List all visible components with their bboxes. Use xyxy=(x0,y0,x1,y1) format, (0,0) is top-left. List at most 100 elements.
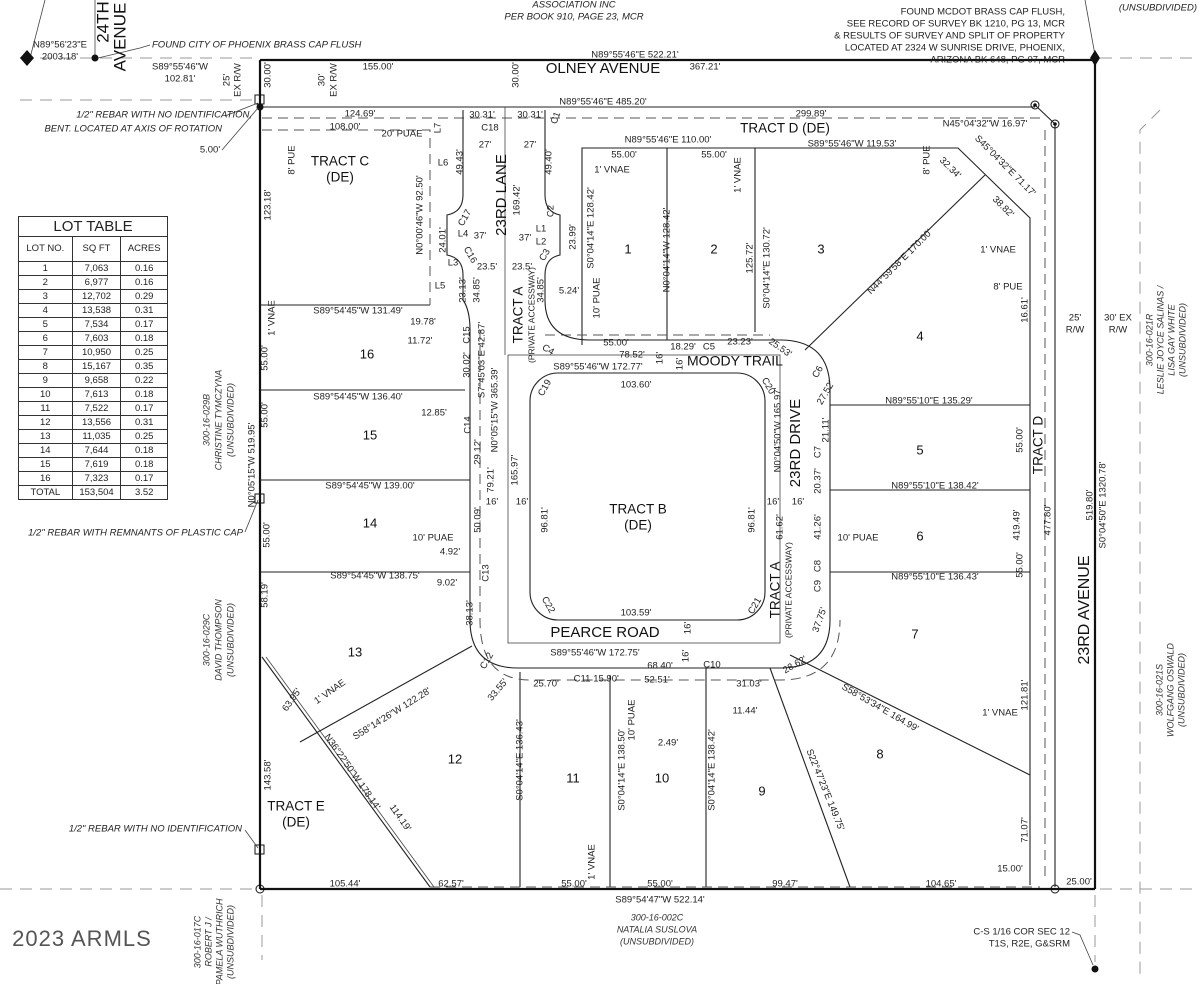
dimension-label: 50.09' xyxy=(473,507,484,533)
dimension-label: 38.82' xyxy=(990,194,1016,220)
section-corner-icon xyxy=(20,50,34,66)
lot-number: 6 xyxy=(916,528,923,543)
lot-table-cell: 0.25 xyxy=(120,345,168,360)
dimension-label: 34.85' xyxy=(472,277,483,303)
tract-label: TRACT B xyxy=(609,502,667,517)
dimension-label: 23.23' xyxy=(727,337,753,348)
dimension-label: S0°04'14"E 136.43' xyxy=(515,719,526,801)
quarter-corner-icon xyxy=(1091,965,1099,973)
dimension-label: 79.21' xyxy=(486,467,497,493)
lot-table-cell: 2 xyxy=(18,275,73,290)
note: 1/2" REBAR WITH NO IDENTIFICATION, xyxy=(76,110,252,121)
lot-table-cell: 7,603 xyxy=(71,331,122,346)
dimension-label: 143.58' xyxy=(263,759,274,790)
dimension-label: 71.07' xyxy=(1020,817,1031,843)
dimension-label: N0°05'15"W 519.95' xyxy=(247,422,258,507)
dimension-label: N0°05'15"W 365.39' xyxy=(490,367,501,452)
monument-icon xyxy=(1053,122,1057,126)
street-name-pearce-road: PEARCE ROAD xyxy=(550,624,659,641)
rebar-icon xyxy=(254,844,265,855)
dimension-label: 25' xyxy=(1069,313,1082,324)
leader-line xyxy=(1071,931,1094,966)
dimension-label: 55.00' xyxy=(262,522,273,548)
owner-parcel: 300-16-029C xyxy=(201,613,211,666)
dimension-label: 123.18' xyxy=(263,189,274,220)
dimension-label: 4.92' xyxy=(440,547,460,558)
note: SEE RECORD OF SURVEY BK 1210, PG 13, MCR xyxy=(847,19,1065,30)
tract-b-boundary xyxy=(529,372,766,621)
dimension-label: 1' VNAE xyxy=(733,157,744,193)
owner-status: (UNSUBDIVIDED) xyxy=(225,603,235,677)
dimension-label: N89°55'46"E 485.20' xyxy=(559,97,647,108)
dimension-label: 2003.18' xyxy=(42,52,78,63)
dimension-label: 299.89' xyxy=(796,109,827,120)
lot-table-header: LOT NO. xyxy=(18,236,73,262)
dimension-label: 16.61' xyxy=(1020,297,1031,323)
lot-table-cell: 7,323 xyxy=(71,471,122,486)
dimension-label: 367.21' xyxy=(690,62,721,73)
tract-label: (DE) xyxy=(282,815,310,830)
lot-table-cell: 8 xyxy=(18,359,73,374)
curve-label: C4 xyxy=(540,342,556,358)
dimension-label: 29.12' xyxy=(473,439,484,465)
lot-number: 16 xyxy=(360,346,374,361)
lot-number: 3 xyxy=(817,241,824,256)
dimension-label: 55.00' xyxy=(1015,552,1026,578)
dimension-label: 62.57' xyxy=(438,879,464,890)
leader-line xyxy=(224,102,259,117)
owner-parcel: 300-16-021S xyxy=(1154,664,1164,716)
lot-table-cell: 12 xyxy=(18,415,73,430)
lot-table-cell: 7 xyxy=(18,345,73,360)
dimension-label: 41.26' xyxy=(813,514,824,540)
note: ASSOCIATION INC xyxy=(531,0,615,11)
owner-parcel: 300-16-021R xyxy=(1144,313,1154,366)
dimension-label: S89°54'45"W 136.40' xyxy=(313,392,403,403)
curve-label: C8 xyxy=(813,560,824,572)
rebar-icon xyxy=(256,103,264,111)
tract-e-line xyxy=(261,656,431,888)
dimension-label: 5.24' xyxy=(559,286,579,297)
dimension-label: N89°55'46"E 522.21' xyxy=(591,50,679,61)
owner-parcel: 300-16-002C xyxy=(631,912,684,922)
dimension-label: 20' PUAE xyxy=(382,129,423,140)
dimension-label: 55.00' xyxy=(1015,427,1026,453)
lot-table-header: ACRES xyxy=(120,236,168,262)
dimension-label: S58°14'26"W 122.28' xyxy=(351,686,433,743)
dimension-label: 49.40' xyxy=(544,149,555,175)
dimension-label: 16' xyxy=(792,497,805,508)
monuments xyxy=(20,44,1100,973)
lot-table-cell: 10 xyxy=(18,387,73,402)
dimension-label: 31.03' xyxy=(736,679,762,690)
dimension-label: 169.42' xyxy=(512,184,523,215)
dimension-label: 61.62' xyxy=(775,514,786,540)
tract-e-line xyxy=(265,656,435,888)
lot-number: 11 xyxy=(566,770,580,785)
curve-label: C15 xyxy=(462,326,473,343)
owner-parcel: 300-16-017C xyxy=(192,915,202,968)
lot-number: 2 xyxy=(710,241,717,256)
dimension-label: 10' PUAE xyxy=(838,533,879,544)
lot-table-cell: 3.52 xyxy=(120,485,168,500)
dimension-label: 16' xyxy=(486,497,499,508)
dimension-label: S0°04'14"E 130.72' xyxy=(762,227,773,309)
row-line xyxy=(1139,109,1161,975)
lot-number: 9 xyxy=(758,783,765,798)
dimension-label: 55.00' xyxy=(260,345,271,371)
dimension-label: 519.80' xyxy=(1085,489,1096,520)
dimension-label: N44°59'58"E 170.00' xyxy=(865,227,935,297)
dimension-label: N36°22'50"W 178.14' xyxy=(322,732,383,812)
dimension-label: 10' PUAE xyxy=(627,700,638,741)
dimension-label: 34.85' xyxy=(536,277,547,303)
lot-table-cell: 0.16 xyxy=(120,261,168,276)
dimension-labels: N89°56'23"E2003.18'S89°55'46"W102.81'25'… xyxy=(33,40,1132,906)
dimension-label: 9.02' xyxy=(437,578,457,589)
